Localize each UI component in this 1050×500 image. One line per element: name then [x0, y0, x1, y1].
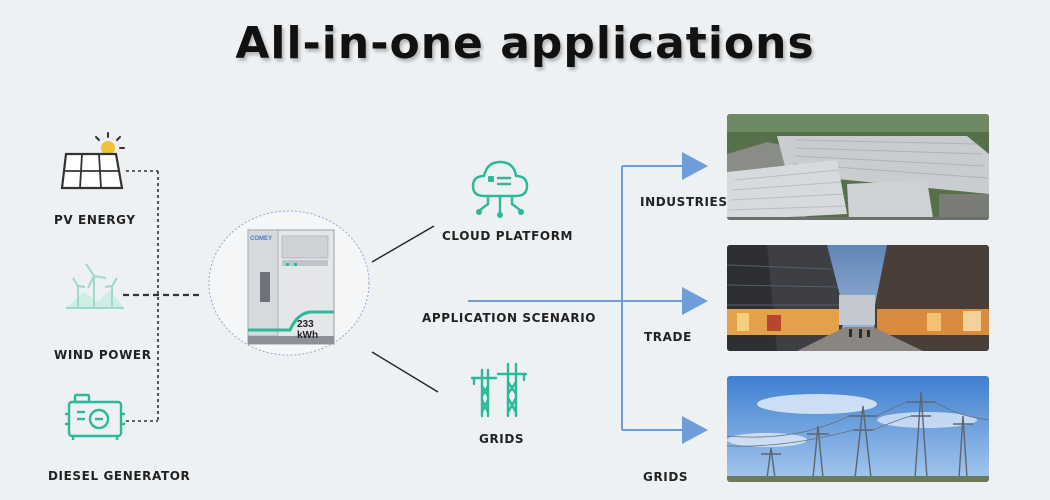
diesel-generator-icon	[65, 393, 125, 440]
grids-application-label: GRIDS	[643, 470, 689, 484]
cabinet-capacity-value: 233	[297, 319, 314, 330]
industrial-warehouse-photo	[727, 114, 989, 220]
cloud-platform-label: CLOUD PLATFORM	[442, 229, 574, 243]
cabinet-capacity-unit: kWh	[297, 330, 319, 341]
energy-storage-cabinet	[208, 210, 370, 356]
wind-power-label: WIND POWER	[54, 348, 152, 362]
wind-turbine-icon	[66, 263, 124, 309]
application-scenario-label: APPLICATION SCENARIO	[422, 311, 597, 325]
solar-panel-icon	[60, 132, 125, 190]
industries-label: INDUSTRIES	[640, 195, 728, 209]
cabinet-brand: COMEY	[250, 236, 273, 242]
power-transmission-towers-photo	[727, 376, 989, 482]
cloud-platform-icon	[471, 160, 529, 218]
diesel-generator-label: DIESEL GENERATOR	[48, 469, 191, 483]
pv-energy-label: PV ENERGY	[54, 213, 136, 227]
grids-center-label: GRIDS	[479, 432, 525, 446]
page-title: All-in-one applications	[235, 18, 815, 69]
grid-tower-icon	[470, 362, 528, 418]
trade-label: TRADE	[644, 330, 692, 344]
shopping-street-photo	[727, 245, 989, 351]
